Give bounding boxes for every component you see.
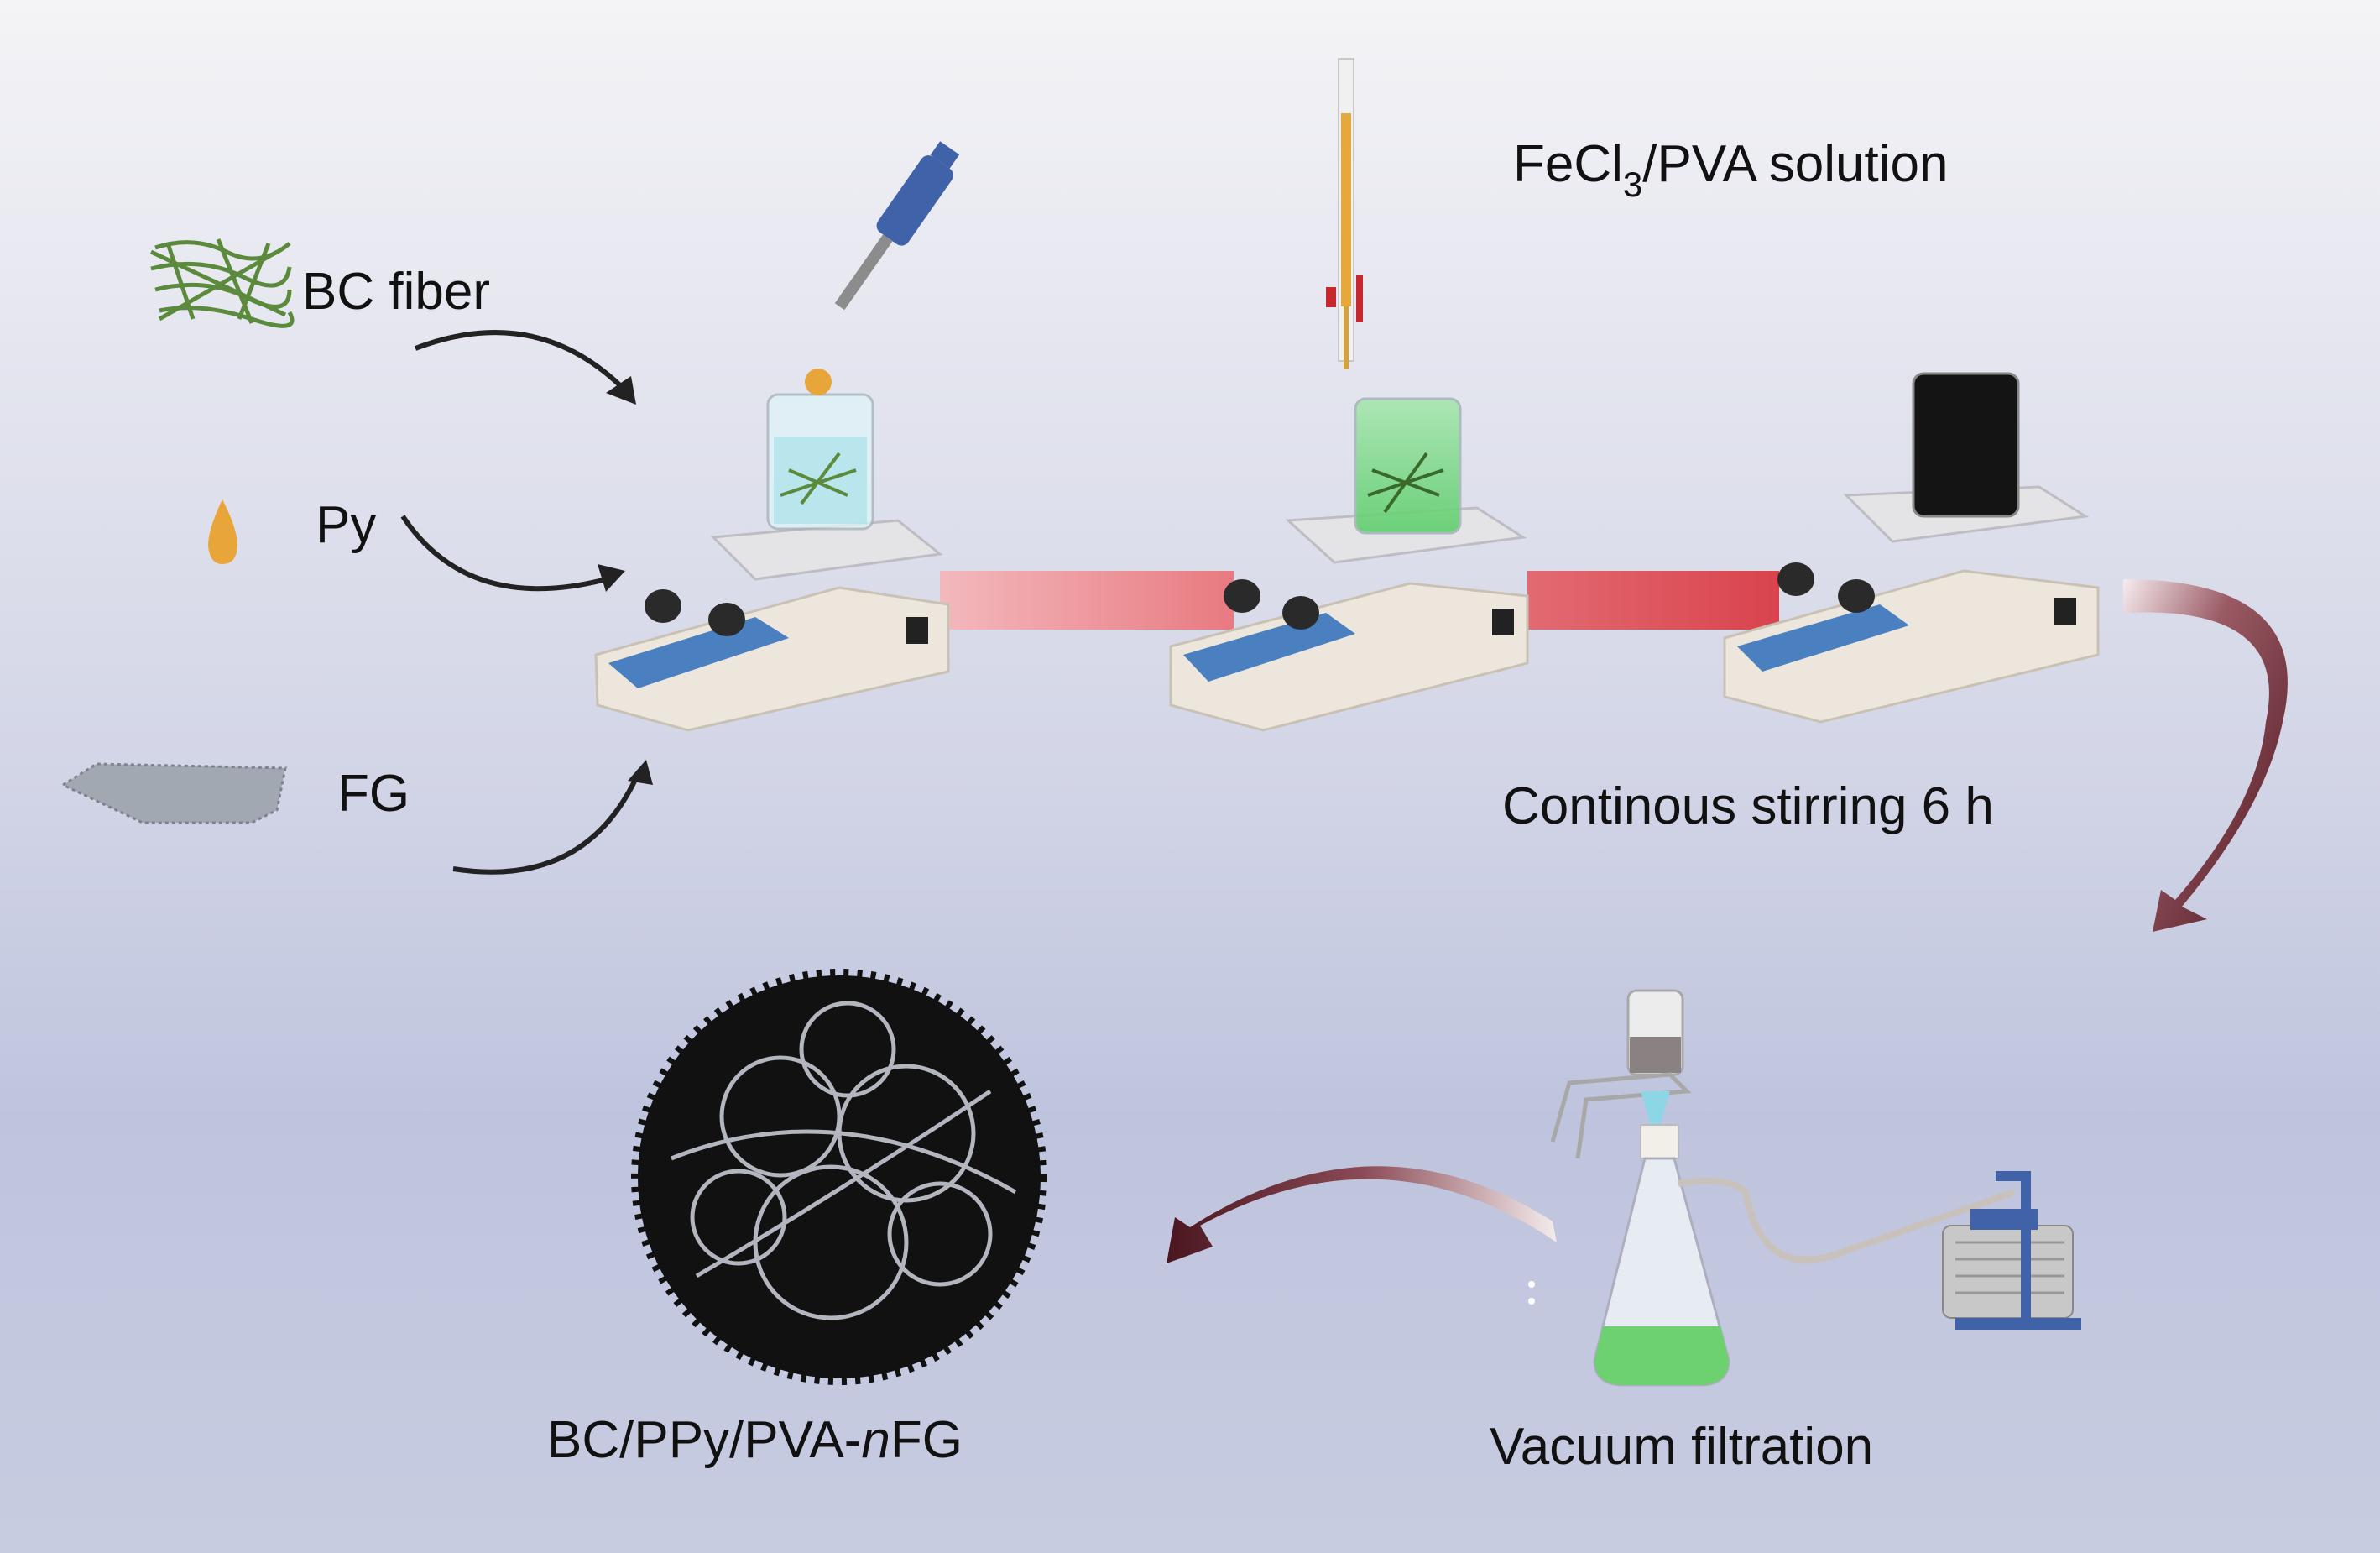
label-bc-fiber: BC fiber xyxy=(302,263,490,321)
burette-icon xyxy=(1326,58,1363,369)
knob-icon xyxy=(1282,596,1319,630)
arrow-py xyxy=(400,515,613,592)
arrow-fg xyxy=(452,769,642,875)
label-fecl3-subscript: 3 xyxy=(1622,165,1643,204)
fg-graphene-icon xyxy=(60,762,287,824)
knob-icon xyxy=(1777,562,1814,596)
label-fg: FG xyxy=(337,765,410,823)
bc-fiber-icon xyxy=(149,238,295,328)
vacuum-hose xyxy=(1678,1177,2016,1263)
py-droplet-icon xyxy=(208,499,237,564)
label-vacuum-filtration: Vacuum filtration xyxy=(1490,1418,1874,1476)
label-product: BC/PPy/PVA-nFG xyxy=(547,1410,963,1470)
hotplate-3 xyxy=(1723,372,2100,724)
product-fiber-ball xyxy=(631,969,1047,1385)
knob-icon xyxy=(645,589,681,623)
arrowhead-fg xyxy=(628,760,653,785)
arrowhead-py xyxy=(598,564,625,592)
return-arrow-bottom xyxy=(1167,1166,1557,1263)
knob-icon xyxy=(1224,579,1260,613)
return-arrow-right xyxy=(2123,579,2288,932)
beaker-2 xyxy=(1354,397,1462,535)
input-arrows xyxy=(400,330,642,875)
hotplate-1 xyxy=(594,141,960,732)
flow-band-2 xyxy=(1527,571,1779,630)
vacuum-pump-icon xyxy=(1942,1171,2081,1330)
flow-band-1 xyxy=(940,571,1234,630)
beaker-3 xyxy=(1912,372,2020,518)
vacuum-filtration-apparatus xyxy=(1528,989,2081,1387)
label-product-suffix: FG xyxy=(890,1411,963,1469)
label-fecl3-pva-solution: FeCl3/PVA solution xyxy=(1513,134,1948,205)
hotplate-2 xyxy=(1169,397,1529,732)
label-product-prefix: BC/PPy/PVA- xyxy=(547,1411,862,1469)
label-py: Py xyxy=(316,496,377,554)
pipette-icon xyxy=(834,141,960,311)
arrow-bc-fiber xyxy=(414,330,628,393)
label-continuous-stirring: Continous stirring 6 h xyxy=(1502,777,1994,835)
arrowhead-bc xyxy=(606,376,636,405)
label-fecl3-prefix: FeCl xyxy=(1513,135,1623,193)
knob-icon xyxy=(708,603,745,636)
label-fecl3-suffix: /PVA solution xyxy=(1642,135,1949,193)
knob-icon xyxy=(1838,579,1875,613)
label-product-italic: n xyxy=(861,1411,890,1469)
